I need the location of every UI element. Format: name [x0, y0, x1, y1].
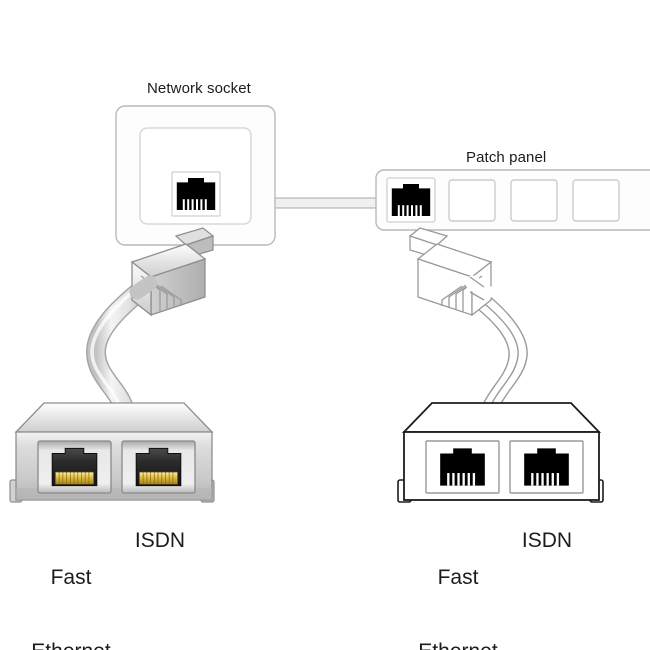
splitter-right-label-isdn: ISDN	[521, 529, 573, 552]
splitter-right-port-isdn-jack[interactable]	[524, 448, 569, 486]
patch-panel-title: Patch panel	[466, 149, 547, 166]
splitter-left-label-isdn: ISDN	[134, 529, 186, 552]
cable-socket-to-patch-panel	[271, 197, 381, 209]
right-rj45-plug[interactable]	[408, 227, 494, 317]
splitter-left-port-isdn-jack[interactable]	[135, 447, 182, 487]
cable-patch-panel-to-right-splitter	[460, 282, 528, 434]
patch-panel-port-2-frame	[448, 179, 496, 222]
patch-panel-port-4-frame	[572, 179, 620, 222]
splitter-right-label-fast-ethernet-line2: Ethernet	[414, 640, 502, 650]
splitter-right-port-fast-ethernet-jack[interactable]	[440, 448, 485, 486]
cable-socket-to-left-splitter	[85, 273, 160, 430]
network-socket-jack[interactable]	[176, 178, 216, 210]
splitter-left-port-fast-ethernet-jack[interactable]	[51, 447, 98, 487]
splitter-right-body	[397, 402, 604, 503]
patch-panel-port-3-frame	[510, 179, 558, 222]
splitter-left-label-fast-ethernet-line1: Fast	[50, 565, 92, 589]
left-rj45-plug[interactable]	[129, 227, 215, 317]
patch-panel-port-1-jack[interactable]	[391, 184, 431, 216]
network-socket-body	[115, 105, 276, 246]
splitter-left-body	[9, 402, 215, 503]
splitter-left-label-fast-ethernet: Fast Ethernet	[27, 516, 115, 650]
splitter-left-label-fast-ethernet-line2: Ethernet	[27, 640, 115, 650]
network-socket-title: Network socket	[147, 80, 251, 97]
splitter-right-label-fast-ethernet: Fast Ethernet	[414, 516, 502, 650]
splitter-right-label-fast-ethernet-line1: Fast	[437, 565, 479, 589]
